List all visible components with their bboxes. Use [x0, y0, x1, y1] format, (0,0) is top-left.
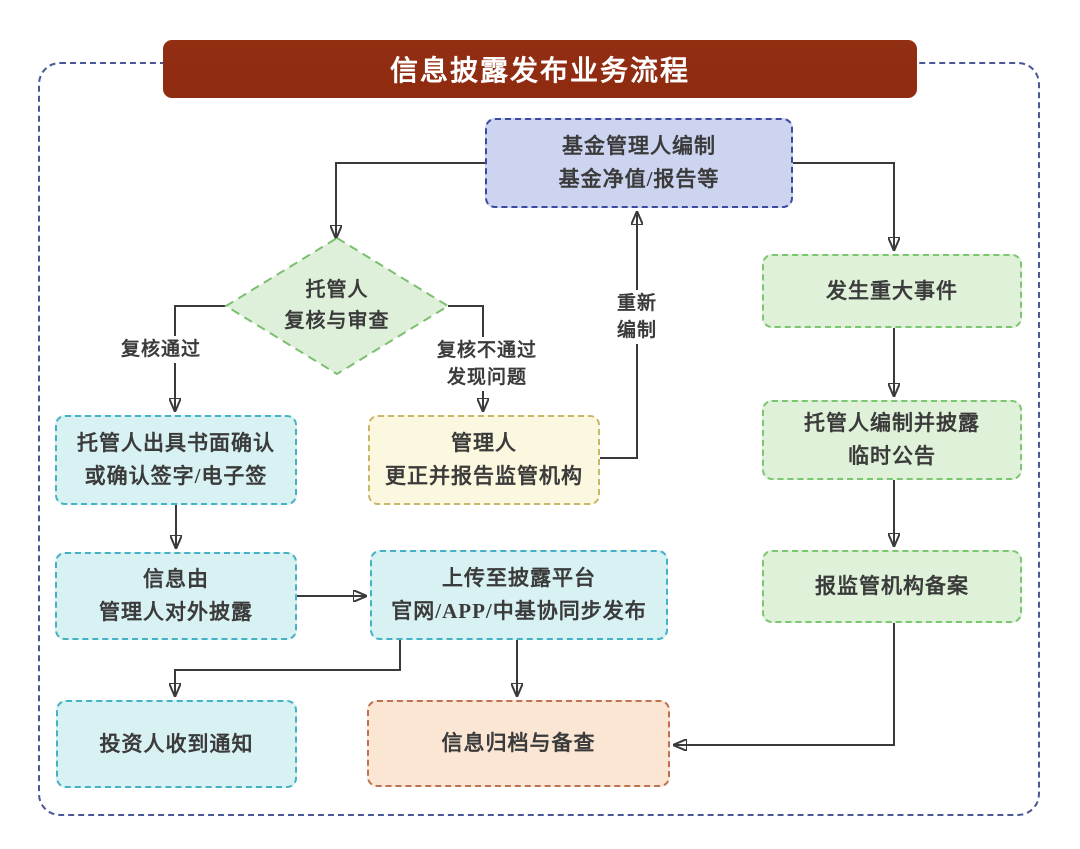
node-text: 托管人出具书面确认 — [77, 431, 275, 455]
edge-label-redo: 重新 编制 — [607, 290, 667, 344]
decision-diamond-shape — [224, 236, 450, 376]
node-archive-reference: 信息归档与备查 — [367, 700, 670, 787]
node-text: 或确认签字/电子签 — [84, 464, 268, 488]
edge-label-text: 重新 — [616, 293, 657, 314]
edge-label-text: 编制 — [616, 320, 657, 341]
node-manager-external-disclose: 信息由 管理人对外披露 — [55, 552, 297, 640]
edge-label-text: 复核通过 — [120, 339, 201, 360]
diagram-title: 信息披露发布业务流程 — [163, 40, 917, 98]
node-text: 复核与审查 — [284, 310, 390, 332]
node-text: 报监管机构备案 — [815, 574, 969, 598]
node-text: 管理人对外披露 — [99, 600, 253, 624]
node-custodian-written-confirm: 托管人出具书面确认 或确认签字/电子签 — [55, 415, 297, 505]
node-fund-manager-prepare: 基金管理人编制 基金净值/报告等 — [485, 118, 793, 208]
node-upload-platform: 上传至披露平台 官网/APP/中基协同步发布 — [370, 550, 668, 640]
node-regulator-filing: 报监管机构备案 — [762, 550, 1022, 623]
node-text: 信息归档与备查 — [441, 731, 596, 755]
node-text: 临时公告 — [848, 444, 936, 468]
node-major-event: 发生重大事件 — [762, 254, 1022, 328]
edge-label-text: 发现问题 — [446, 367, 527, 388]
node-interim-announcement: 托管人编制并披露 临时公告 — [762, 400, 1022, 480]
node-text: 基金净值/报告等 — [558, 167, 720, 191]
node-text: 托管人 — [305, 279, 369, 301]
node-text: 发生重大事件 — [826, 278, 958, 303]
node-text: 管理人 — [451, 431, 517, 455]
edge-label-review-fail: 复核不通过 发现问题 — [427, 337, 547, 391]
node-text: 基金管理人编制 — [562, 134, 716, 158]
node-text: 托管人编制并披露 — [804, 411, 980, 435]
edge-label-review-pass: 复核通过 — [106, 336, 216, 363]
node-text: 投资人收到通知 — [99, 731, 254, 756]
node-text: 信息由 — [143, 567, 209, 591]
node-investor-notified: 投资人收到通知 — [56, 700, 297, 788]
node-text: 更正并报告监管机构 — [385, 464, 583, 488]
node-manager-correct-report: 管理人 更正并报告监管机构 — [368, 415, 600, 505]
edge-label-text: 复核不通过 — [436, 340, 537, 361]
node-custodian-review: 托管人 复核与审查 — [223, 235, 451, 377]
node-text: 上传至披露平台 — [442, 566, 596, 590]
node-text: 官网/APP/中基协同步发布 — [391, 599, 647, 623]
